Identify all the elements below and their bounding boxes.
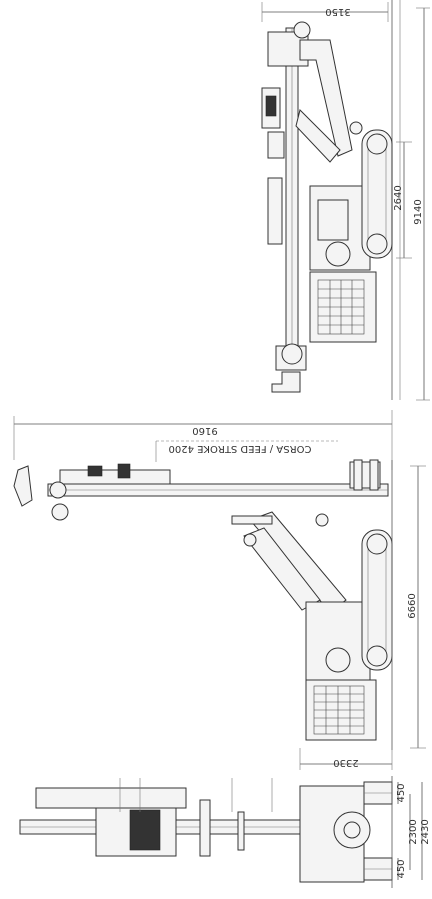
dim-text-9140: 9140: [413, 199, 424, 224]
boom-working: [231, 511, 347, 613]
dim-text-450-top: 450: [396, 783, 407, 802]
carrier-body-working: [305, 601, 377, 741]
dim-side-450-bottom: 450: [396, 858, 407, 880]
radiator-grille-top: [317, 279, 365, 335]
dim-text-6660: 6660: [407, 593, 418, 618]
carrier-plan: [299, 785, 371, 883]
dim-text-2330: 2330: [333, 757, 358, 768]
dim-feed-stroke: CORSA / FEED STROKE 4200: [155, 440, 338, 462]
mast-plan: [19, 778, 321, 857]
feed-stroke-text: CORSA / FEED STROKE 4200: [169, 443, 312, 454]
dim-width-2330: 2330: [299, 748, 393, 770]
dim-mast-length-9160: 9160: [13, 410, 393, 470]
dim-side-450-top: 450: [396, 782, 407, 804]
crawler-track-working: [361, 529, 393, 671]
transport-view: 3150: [261, 0, 430, 401]
dim-text-3150: 3150: [325, 6, 350, 17]
crawler-tracks-plan: [363, 781, 393, 881]
plan-view: 450 450 2300 2430: [19, 776, 431, 888]
dim-text-2640: 2640: [393, 185, 404, 210]
dim-text-2300: 2300: [408, 819, 419, 844]
dim-total-2430: 2430: [420, 782, 431, 880]
dim-track-2640: 2640: [393, 141, 412, 259]
dim-inner-2300: 2300: [408, 794, 419, 870]
dim-length-9140: 9140: [413, 7, 430, 401]
carrier-body-top: [309, 185, 377, 343]
dim-mast-height-3150: 3150: [261, 2, 389, 22]
dim-text-9160: 9160: [192, 425, 217, 436]
radiator-grille-working: [313, 685, 365, 735]
crawler-track-top: [361, 129, 393, 259]
boom-transport: [295, 39, 363, 163]
dim-height-6660: 6660: [407, 465, 426, 749]
rotation-unit-top: [261, 21, 311, 365]
dim-text-2430: 2430: [420, 819, 431, 844]
dim-text-450-bottom: 450: [396, 859, 407, 878]
mast-transport: [267, 27, 307, 393]
working-view: 9160 CORSA / FEED STROKE 4200: [13, 410, 426, 770]
mast-working: [13, 459, 389, 521]
